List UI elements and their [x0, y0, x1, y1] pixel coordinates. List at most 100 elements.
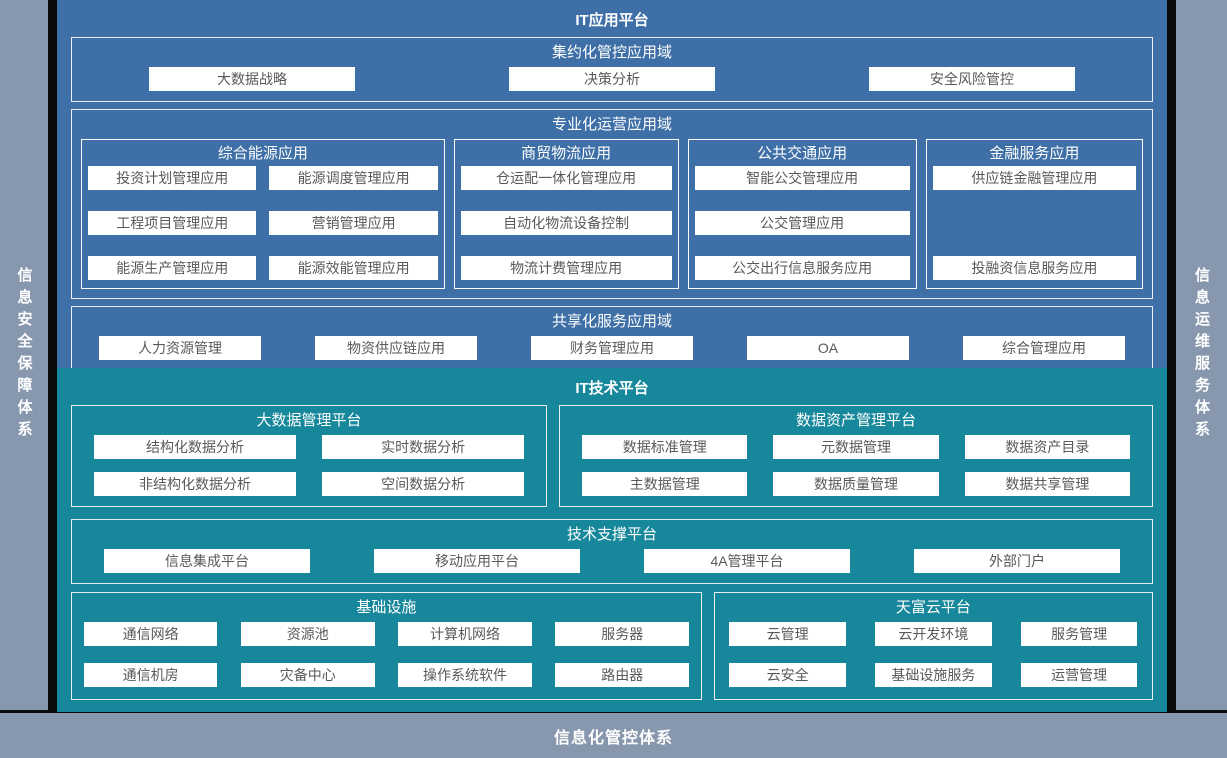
- tech-box: 基础设施服务: [875, 663, 992, 687]
- tech-box: 运营管理: [1020, 663, 1138, 687]
- tech-box: 非结构化数据分析: [94, 472, 297, 496]
- group-trade-logistics: 商贸物流应用 仓运配一体化管理应用 自动化物流设备控制 物流计费管理应用: [453, 139, 679, 289]
- app-box: 物流计费管理应用: [460, 256, 672, 280]
- group-title: 综合能源应用: [217, 145, 308, 162]
- cloud-items: 云管理 云开发环境 服务管理 云安全 基础设施服务 运营管理: [715, 620, 1152, 699]
- data-asset-platform-title: 数据资产管理平台: [796, 412, 917, 429]
- intensive-control-domain: 集约化管控应用域 大数据战略 决策分析 安全风险管控: [71, 37, 1153, 102]
- tech-box: 计算机网络: [398, 622, 532, 646]
- tech-row-infrastructure: 基础设施 通信网络 资源池 计算机网络 服务器 通信机房 灾备中心 操作系统软件…: [71, 592, 1153, 700]
- group-title: 金融服务应用: [989, 145, 1080, 162]
- tech-box: 外部门户: [914, 549, 1120, 573]
- tech-box: 云安全: [729, 663, 846, 687]
- tech-box: 元数据管理: [773, 435, 939, 459]
- group-title: 商贸物流应用: [521, 145, 612, 162]
- tech-box: 数据资产目录: [964, 435, 1130, 459]
- tech-box: 资源池: [241, 622, 375, 646]
- group-public-transport: 公共交通应用 智能公交管理应用 公交管理应用 公交出行信息服务应用: [687, 139, 917, 289]
- left-sidebar-security-system: 信息安全保障体系: [0, 0, 48, 710]
- bigdata-management-platform: 大数据管理平台 结构化数据分析 实时数据分析 非结构化数据分析 空间数据分析: [71, 405, 548, 507]
- tech-box: 数据标准管理: [582, 435, 748, 459]
- app-box: 公交管理应用: [694, 211, 910, 235]
- technical-support-items: 信息集成平台 移动应用平台 4A管理平台 外部门户: [72, 547, 1152, 583]
- app-box: 能源生产管理应用: [88, 256, 257, 280]
- app-box: 大数据战略: [149, 67, 355, 91]
- app-box: 能源效能管理应用: [269, 256, 438, 280]
- app-box: 智能公交管理应用: [694, 166, 910, 190]
- group-title: 公共交通应用: [757, 145, 848, 162]
- right-divider: [1167, 0, 1176, 710]
- app-box: 投融资信息服务应用: [932, 256, 1136, 280]
- professional-operation-domain-title: 专业化运营应用域: [551, 116, 672, 133]
- tech-box: 服务器: [555, 622, 690, 646]
- infrastructure-items: 通信网络 资源池 计算机网络 服务器 通信机房 灾备中心 操作系统软件 路由器: [72, 620, 701, 699]
- right-sidebar-label: 信息运维服务体系: [1193, 267, 1210, 443]
- tech-box: 通信机房: [83, 663, 218, 687]
- data-asset-management-platform: 数据资产管理平台 数据标准管理 元数据管理 数据资产目录 主数据管理 数据质量管…: [559, 405, 1153, 507]
- professional-groups: 综合能源应用 投资计划管理应用 能源调度管理应用 工程项目管理应用 营销管理应用…: [72, 137, 1152, 298]
- bigdata-platform-title: 大数据管理平台: [256, 412, 362, 429]
- tianfu-cloud-platform-title: 天富云平台: [895, 599, 971, 616]
- it-technology-platform-section: IT技术平台 大数据管理平台 结构化数据分析 实时数据分析 非结构化数据分析 空…: [57, 368, 1167, 712]
- app-box: 供应链金融管理应用: [932, 166, 1136, 190]
- tech-box: 操作系统软件: [398, 663, 532, 687]
- app-box: 物资供应链应用: [315, 336, 477, 360]
- technical-support-platform-title: 技术支撑平台: [566, 526, 657, 543]
- left-sidebar-label: 信息安全保障体系: [15, 267, 33, 443]
- tech-box: 主数据管理: [582, 472, 748, 496]
- tech-box: 信息集成平台: [104, 549, 310, 573]
- infrastructure-title: 基础设施: [356, 599, 417, 616]
- data-asset-items: 数据标准管理 元数据管理 数据资产目录 主数据管理 数据质量管理 数据共享管理: [560, 433, 1152, 506]
- it-application-platform-title: IT应用平台: [575, 12, 649, 29]
- app-box: 营销管理应用: [269, 211, 438, 235]
- bottom-bar-governance-system: 信息化管控体系: [0, 713, 1227, 758]
- it-technology-platform-title: IT技术平台: [575, 380, 649, 397]
- infrastructure-panel: 基础设施 通信网络 资源池 计算机网络 服务器 通信机房 灾备中心 操作系统软件…: [71, 592, 702, 700]
- shared-service-domain: 共享化服务应用域 人力资源管理 物资供应链应用 财务管理应用 OA 综合管理应用: [71, 306, 1153, 371]
- tech-box: 服务管理: [1020, 622, 1138, 646]
- bottom-bar-label: 信息化管控体系: [553, 729, 673, 747]
- group-items: 供应链金融管理应用 投融资信息服务应用: [932, 166, 1136, 280]
- app-box: 仓运配一体化管理应用: [460, 166, 672, 190]
- tech-box: 实时数据分析: [322, 435, 525, 459]
- group-items: 投资计划管理应用 能源调度管理应用 工程项目管理应用 营销管理应用 能源生产管理…: [88, 166, 438, 280]
- bigdata-items: 结构化数据分析 实时数据分析 非结构化数据分析 空间数据分析: [72, 433, 546, 506]
- tech-box: 结构化数据分析: [94, 435, 297, 459]
- tech-box: 云开发环境: [875, 622, 992, 646]
- tech-row-data: 大数据管理平台 结构化数据分析 实时数据分析 非结构化数据分析 空间数据分析 数…: [71, 405, 1153, 507]
- tech-box: 数据质量管理: [773, 472, 939, 496]
- app-box: 公交出行信息服务应用: [694, 256, 910, 280]
- it-application-platform-section: IT应用平台 集约化管控应用域 大数据战略 决策分析 安全风险管控 专业化运营应…: [57, 0, 1167, 371]
- app-box: 自动化物流设备控制: [460, 211, 672, 235]
- group-financial-services: 金融服务应用 供应链金融管理应用 投融资信息服务应用: [925, 139, 1143, 289]
- diagram-frame: 信息安全保障体系 IT应用平台 集约化管控应用域 大数据战略 决策分析 安全风险…: [0, 0, 1227, 712]
- tech-box: 路由器: [555, 663, 690, 687]
- group-integrated-energy: 综合能源应用 投资计划管理应用 能源调度管理应用 工程项目管理应用 营销管理应用…: [81, 139, 445, 289]
- tech-box: 云管理: [729, 622, 846, 646]
- shared-service-items: 人力资源管理 物资供应链应用 财务管理应用 OA 综合管理应用: [72, 334, 1152, 370]
- tech-box: 数据共享管理: [964, 472, 1130, 496]
- app-box: 综合管理应用: [963, 336, 1125, 360]
- app-box: 工程项目管理应用: [88, 211, 257, 235]
- professional-operation-domain: 专业化运营应用域 综合能源应用 投资计划管理应用 能源调度管理应用 工程项目管理…: [71, 109, 1153, 299]
- tech-box: 通信网络: [83, 622, 218, 646]
- technical-support-platform: 技术支撑平台 信息集成平台 移动应用平台 4A管理平台 外部门户: [71, 519, 1153, 584]
- tianfu-cloud-platform: 天富云平台 云管理 云开发环境 服务管理 云安全 基础设施服务 运营管理: [713, 592, 1153, 700]
- tech-box: 空间数据分析: [322, 472, 525, 496]
- main-content: IT应用平台 集约化管控应用域 大数据战略 决策分析 安全风险管控 专业化运营应…: [57, 0, 1167, 712]
- tech-box: 4A管理平台: [644, 549, 850, 573]
- left-divider: [48, 0, 57, 710]
- tech-box: 移动应用平台: [374, 549, 580, 573]
- group-items: 仓运配一体化管理应用 自动化物流设备控制 物流计费管理应用: [460, 166, 672, 280]
- right-sidebar-operations-system: 信息运维服务体系: [1176, 0, 1227, 710]
- app-box: 安全风险管控: [869, 67, 1075, 91]
- app-box: 人力资源管理: [99, 336, 261, 360]
- group-items: 智能公交管理应用 公交管理应用 公交出行信息服务应用: [694, 166, 910, 280]
- app-box: 决策分析: [509, 67, 715, 91]
- intensive-control-domain-title: 集约化管控应用域: [551, 44, 672, 61]
- intensive-control-items: 大数据战略 决策分析 安全风险管控: [72, 65, 1152, 101]
- app-box: 投资计划管理应用: [88, 166, 257, 190]
- app-box: OA: [747, 336, 909, 360]
- app-box: 能源调度管理应用: [269, 166, 438, 190]
- tech-box: 灾备中心: [241, 663, 375, 687]
